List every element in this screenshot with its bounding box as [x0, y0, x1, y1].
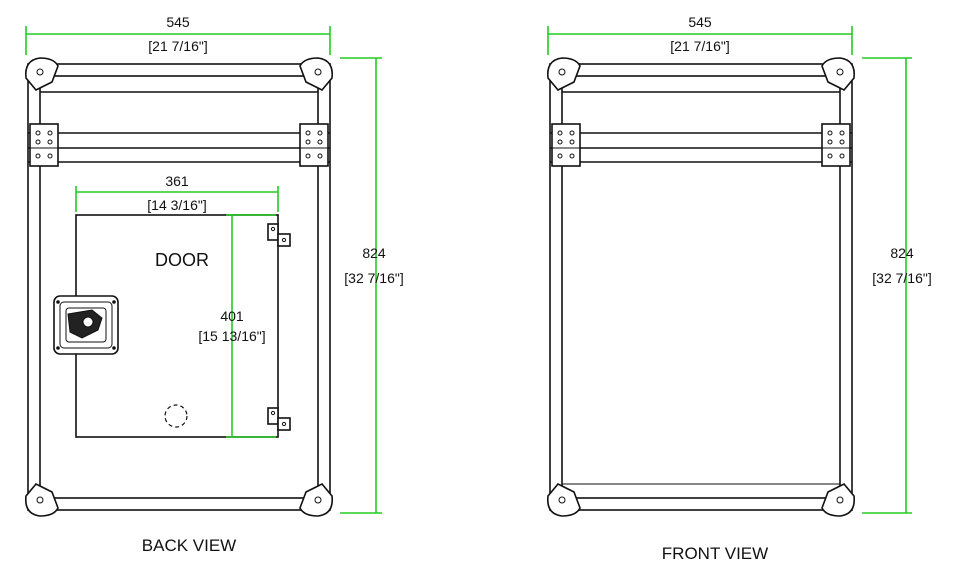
front-corner-bottom-left — [546, 483, 581, 517]
back-door: 361 [14 3/16"] 401 [15 13/16"] DOOR — [53, 173, 291, 438]
door-hinge-bottom — [267, 407, 291, 431]
front-height-mm: 824 — [890, 245, 914, 261]
back-rail-bracket-right — [299, 123, 329, 167]
front-rail-bracket-right — [821, 123, 851, 167]
back-view-title: BACK VIEW — [142, 536, 236, 555]
door-vent-hole — [164, 404, 188, 428]
front-view: 545 [21 7/16"] 824 [32 7/16"] — [546, 14, 932, 563]
back-rail-bracket-left — [29, 123, 59, 167]
front-height-in: [32 7/16"] — [872, 270, 931, 286]
back-width-dimension: 545 [21 7/16"] — [25, 14, 331, 55]
door-width-mm: 361 — [165, 173, 189, 189]
door-hinge-top — [267, 223, 291, 247]
front-height-dimension: 824 [32 7/16"] — [862, 57, 932, 514]
back-height-dimension: 824 [32 7/16"] — [340, 57, 404, 514]
door-label: DOOR — [155, 250, 209, 270]
back-corner-top-left — [24, 57, 59, 91]
door-height-dimension: 401 [15 13/16"] — [198, 214, 276, 438]
door-width-in: [14 3/16"] — [147, 197, 206, 213]
back-corner-bottom-right — [299, 483, 334, 517]
back-height-mm: 824 — [362, 245, 386, 261]
front-rail-bracket-left — [551, 123, 581, 167]
front-view-title: FRONT VIEW — [662, 544, 768, 563]
front-frame — [546, 57, 856, 517]
front-width-mm: 545 — [688, 14, 712, 30]
back-view: 545 [21 7/16"] 824 [32 7/16"] — [24, 14, 404, 555]
back-corner-bottom-left — [24, 483, 59, 517]
back-height-in: [32 7/16"] — [344, 270, 403, 286]
back-width-in: [21 7/16"] — [148, 38, 207, 54]
door-latch-icon — [53, 295, 119, 355]
back-corner-top-right — [299, 57, 334, 91]
front-width-in: [21 7/16"] — [670, 38, 729, 54]
front-corner-top-right — [821, 57, 856, 91]
door-height-mm: 401 — [220, 308, 244, 324]
front-corner-top-left — [546, 57, 581, 91]
front-width-dimension: 545 [21 7/16"] — [547, 14, 853, 55]
back-frame — [24, 57, 334, 517]
front-corner-bottom-right — [821, 483, 856, 517]
door-height-in: [15 13/16"] — [198, 328, 265, 344]
back-width-mm: 545 — [166, 14, 190, 30]
door-width-dimension: 361 [14 3/16"] — [75, 173, 279, 213]
